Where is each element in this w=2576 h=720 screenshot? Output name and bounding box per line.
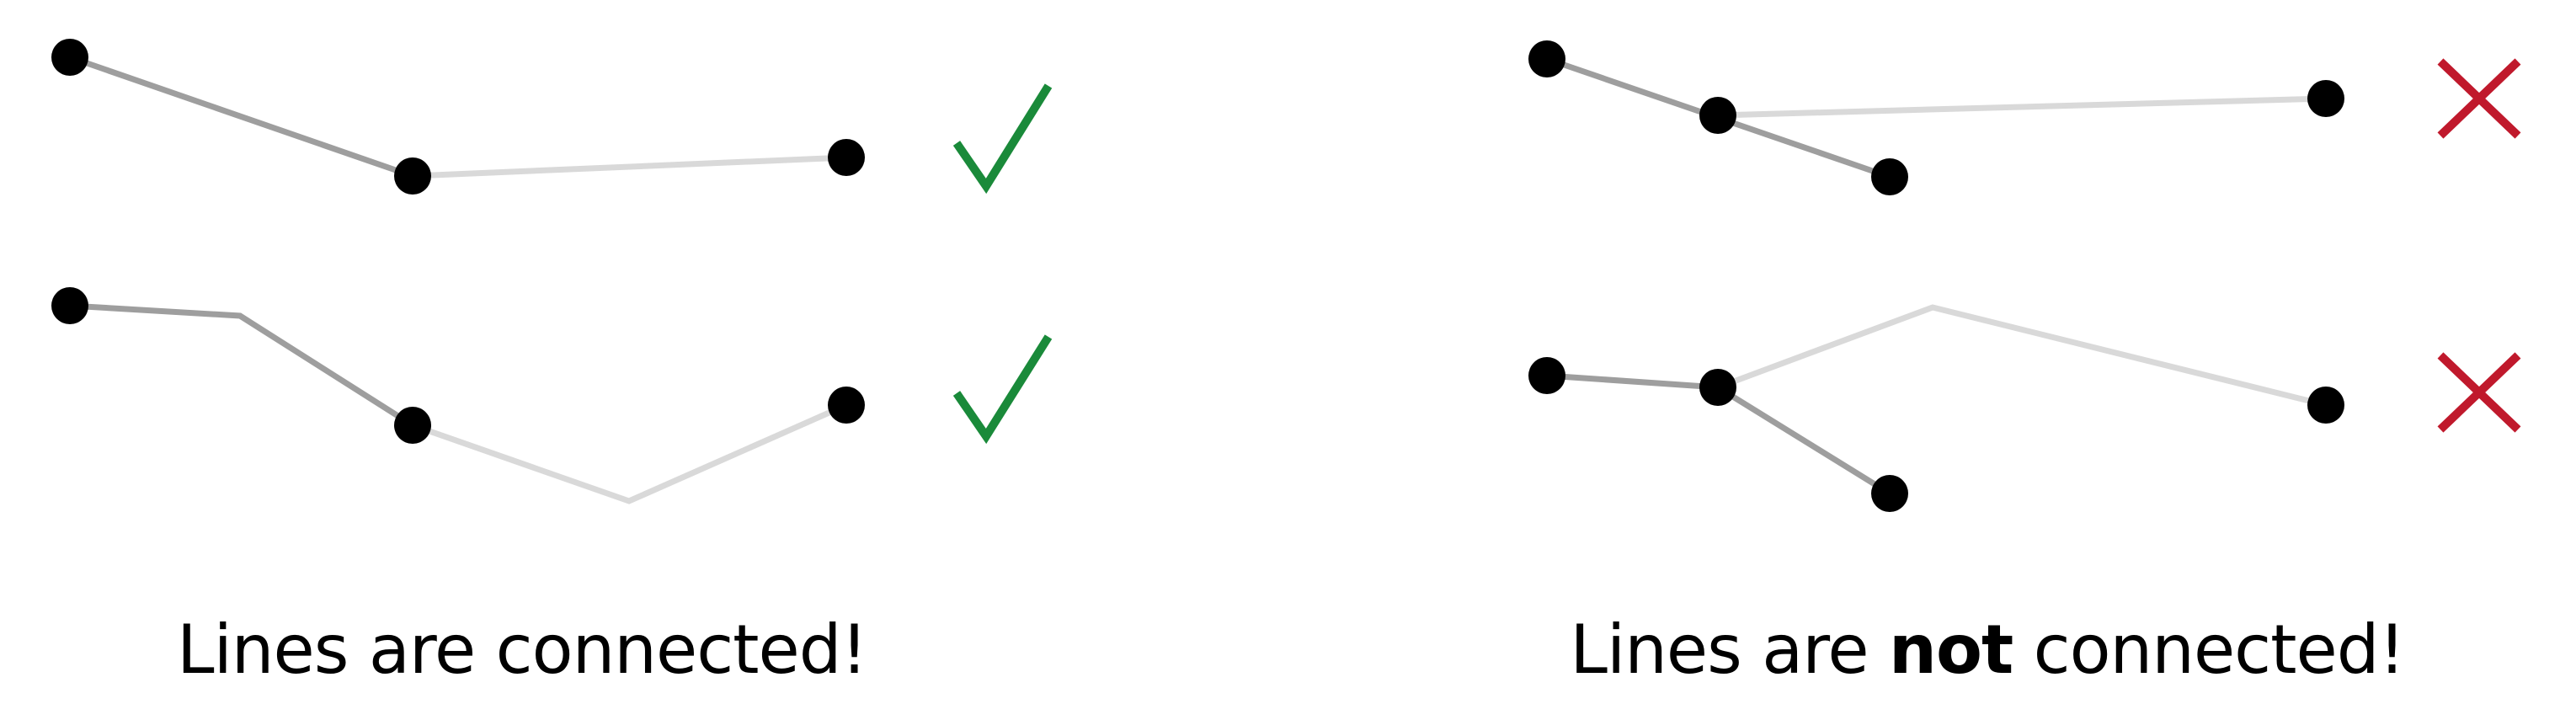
data-point [1699,369,1736,406]
data-point [51,287,88,324]
data-point [1871,158,1908,195]
not-connected-panel [1528,40,2521,512]
data-point [51,39,88,76]
connected-caption: Lines are connected! [177,608,868,692]
not-connected-caption: Lines are not connected! [1566,608,2408,692]
data-point [828,387,865,424]
cross-icon [2437,58,2521,139]
light-line-segment [412,154,847,179]
dark-line-segment [1716,385,1891,496]
connected-panel [51,39,1053,504]
light-line-segment [1717,95,2327,119]
dark-line-segment [1546,372,1719,391]
dark-line-segment [68,54,414,179]
not-connected-caption-before: Lines are [1570,611,1890,689]
data-point [1871,475,1908,512]
dark-line-segment [69,302,414,428]
data-point [394,407,431,444]
data-point [394,157,431,195]
connected-caption-text: Lines are connected! [177,611,868,689]
check-icon [952,334,1053,445]
data-point [2307,80,2344,117]
not-connected-example-1 [1528,40,2521,195]
cross-icon [2437,352,2521,433]
light-line-segment [411,402,848,504]
data-point [1528,40,1565,77]
not-connected-caption-after: connected! [2013,611,2406,689]
data-point [828,139,865,176]
connected-example-1 [51,39,1053,195]
data-point [1699,97,1736,134]
data-point [2307,387,2344,424]
connected-example-2 [51,287,1053,504]
check-icon [952,83,1053,195]
not-connected-example-2 [1528,304,2521,512]
not-connected-caption-emphasis: not [1889,611,2013,689]
data-point [1528,357,1565,394]
light-line-segment [1716,304,2327,408]
